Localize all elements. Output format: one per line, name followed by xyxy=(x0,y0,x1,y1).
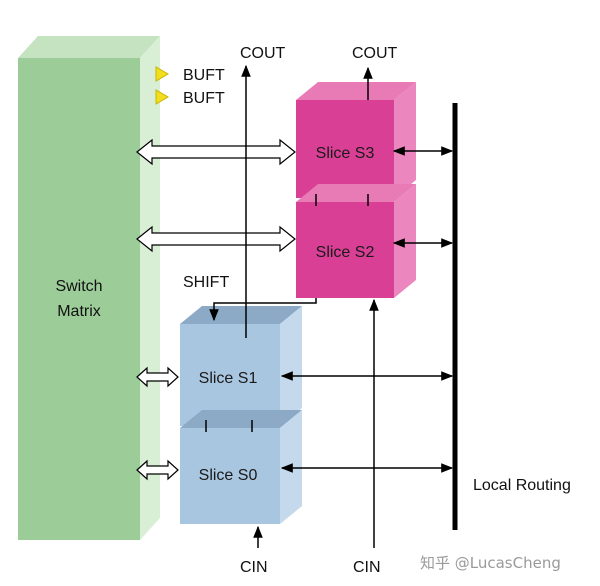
buft-triangle-icon xyxy=(155,89,169,105)
slice-s2-block: Slice S2 xyxy=(296,184,416,298)
slice-s2-label: Slice S2 xyxy=(316,244,375,261)
slice-s3-label: Slice S3 xyxy=(316,145,375,162)
slice-s2-top xyxy=(296,184,416,202)
watermark-text: 知乎 @LucasCheng xyxy=(420,554,561,572)
switch-s0-hollow-arrow xyxy=(136,459,179,481)
cout-left-label: COUT xyxy=(240,45,286,62)
slice-s3-block: Slice S3 xyxy=(296,82,416,198)
slice-s1-front xyxy=(180,324,280,426)
buft-triangle-icon xyxy=(155,66,169,82)
switch-s3-hollow-arrow xyxy=(136,138,296,166)
slice-s0-front xyxy=(180,428,280,524)
cin-right-label: CIN xyxy=(353,559,381,576)
slice-s1-side xyxy=(280,306,302,426)
slice-s0-block: Slice S0 xyxy=(180,410,302,524)
switch-matrix-label-1: Switch xyxy=(55,278,102,295)
slice-s3-top xyxy=(296,82,416,100)
slice-s1-block: Slice S1 xyxy=(180,306,302,426)
slice-s0-top xyxy=(180,410,302,428)
slice-s2-side xyxy=(394,184,416,298)
slice-s3-front xyxy=(296,100,394,198)
buft-label-2: BUFT xyxy=(183,90,225,107)
cin-left-label: CIN xyxy=(240,559,268,576)
switch-s2-hollow-arrow xyxy=(136,225,296,253)
switch-matrix-top xyxy=(18,36,160,58)
shift-label: SHIFT xyxy=(183,274,229,291)
switch-matrix-front xyxy=(18,58,140,540)
slice-s2-front xyxy=(296,202,394,298)
switch-matrix-label-2: Matrix xyxy=(57,303,101,320)
switch-s1-hollow-arrow xyxy=(136,366,179,388)
local-routing-label: Local Routing xyxy=(473,477,571,494)
shift-line xyxy=(209,298,317,322)
slice-s1-label: Slice S1 xyxy=(199,370,258,387)
slice-s0-side xyxy=(280,410,302,524)
cout-right-label: COUT xyxy=(352,45,398,62)
switch-matrix-block: Switch Matrix xyxy=(18,36,160,540)
buft-group: BUFT BUFT xyxy=(155,66,225,107)
slice-s0-label: Slice S0 xyxy=(199,467,258,484)
buft-label-1: BUFT xyxy=(183,67,225,84)
slice-s3-side xyxy=(394,82,416,198)
switch-matrix-side xyxy=(140,36,160,540)
